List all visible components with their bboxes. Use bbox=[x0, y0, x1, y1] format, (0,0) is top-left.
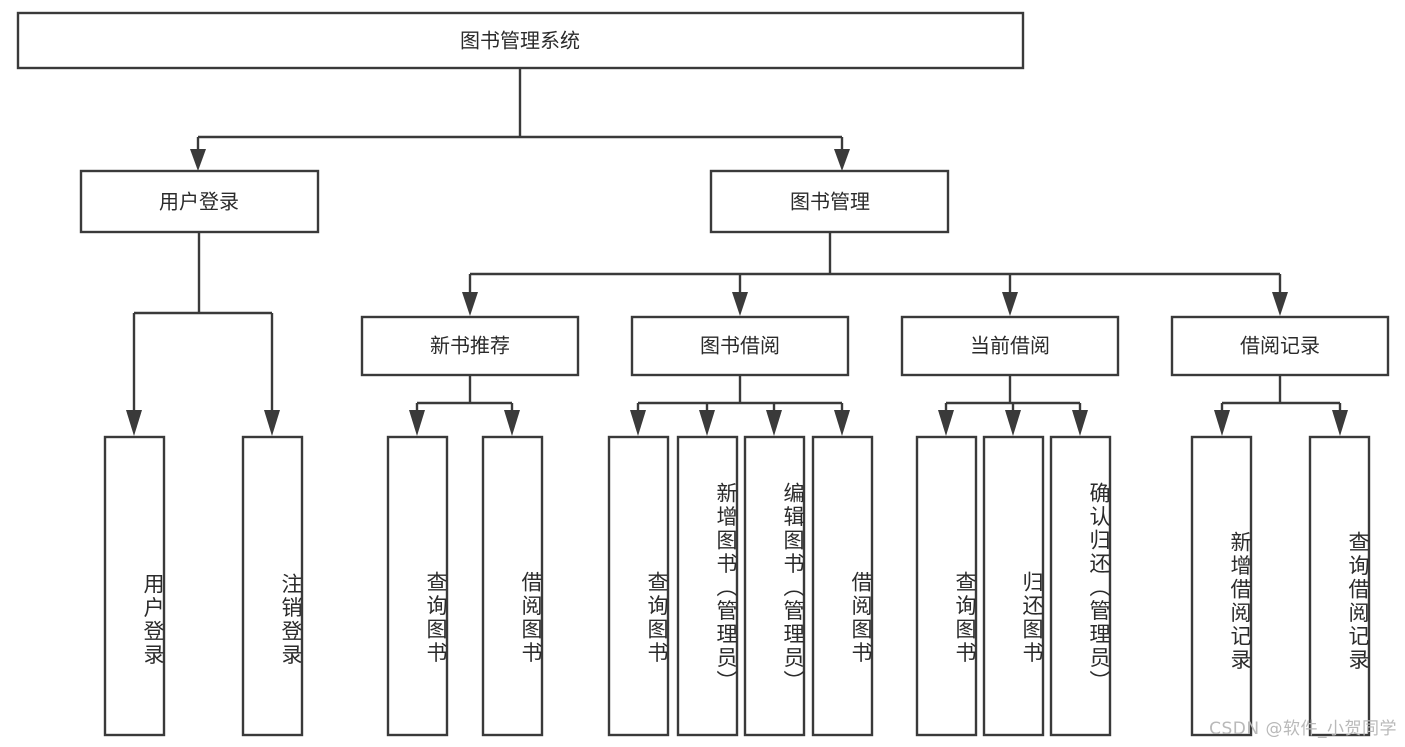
arrow-head-icon bbox=[126, 410, 142, 436]
arrow-head-icon bbox=[1072, 410, 1088, 436]
arrow-head-icon bbox=[409, 410, 425, 436]
arrow-head-icon bbox=[834, 149, 850, 171]
node-current-borrow-label: 当前借阅 bbox=[970, 334, 1050, 358]
leaf-box-query-book-3[interactable] bbox=[915, 435, 978, 737]
leaf-box-borrow-book-1[interactable] bbox=[481, 435, 544, 737]
node-current-borrow-box bbox=[900, 315, 1120, 377]
node-new-book-recommend-box bbox=[360, 315, 580, 377]
arrow-head-icon bbox=[938, 410, 954, 436]
node-book-management[interactable]: 图书管理 bbox=[709, 169, 950, 234]
leaf-box-return-book[interactable] bbox=[982, 435, 1045, 737]
watermark-text: CSDN @软件_小贺同学 bbox=[1209, 719, 1397, 739]
connector-root-to-level2 bbox=[190, 68, 850, 171]
node-user-login-box bbox=[79, 169, 320, 234]
connector-borrow-record-to-leaves bbox=[1214, 375, 1348, 436]
node-borrow-record-label: 借阅记录 bbox=[1240, 334, 1320, 358]
node-root-box bbox=[16, 11, 1025, 70]
connector-current-borrow-to-leaves bbox=[938, 375, 1088, 436]
node-root-label: 图书管理系统 bbox=[460, 29, 580, 53]
arrow-head-icon bbox=[190, 149, 206, 171]
arrow-head-icon bbox=[699, 410, 715, 436]
node-root[interactable]: 图书管理系统 bbox=[16, 11, 1025, 70]
connector-new-book-recommend-to-leaves bbox=[409, 375, 520, 436]
connector-user-login-to-leaves bbox=[126, 232, 280, 436]
leaf-box-query-book-1[interactable] bbox=[386, 435, 449, 737]
connector-book-management-to-level3 bbox=[462, 232, 1288, 316]
node-book-borrow[interactable]: 图书借阅 bbox=[630, 315, 850, 377]
arrow-head-icon bbox=[1332, 410, 1348, 436]
arrow-head-icon bbox=[1272, 292, 1288, 316]
leaf-box-edit-book-admin[interactable] bbox=[743, 435, 806, 737]
connector-book-borrow-to-leaves bbox=[630, 375, 850, 436]
leaf-box-add-borrow-record[interactable] bbox=[1190, 435, 1253, 737]
node-new-book-recommend-label: 新书推荐 bbox=[430, 334, 510, 358]
leaf-box-add-book-admin[interactable] bbox=[676, 435, 739, 737]
arrow-head-icon bbox=[504, 410, 520, 436]
arrow-head-icon bbox=[1002, 292, 1018, 316]
arrow-head-icon bbox=[766, 410, 782, 436]
node-user-login[interactable]: 用户登录 bbox=[79, 169, 320, 234]
arrow-head-icon bbox=[462, 292, 478, 316]
arrow-head-icon bbox=[264, 410, 280, 436]
leaf-box-user-login[interactable] bbox=[103, 435, 166, 737]
leaf-box-query-book-2[interactable] bbox=[607, 435, 670, 737]
arrow-head-icon bbox=[732, 292, 748, 316]
leaf-box-logout[interactable] bbox=[241, 435, 304, 737]
arrow-head-icon bbox=[1005, 410, 1021, 436]
arrow-head-icon bbox=[630, 410, 646, 436]
node-book-borrow-label: 图书借阅 bbox=[700, 334, 780, 358]
leaf-box-borrow-book-2[interactable] bbox=[811, 435, 874, 737]
leaf-box-confirm-return-admin[interactable] bbox=[1049, 435, 1112, 737]
node-current-borrow[interactable]: 当前借阅 bbox=[900, 315, 1120, 377]
node-borrow-record[interactable]: 借阅记录 bbox=[1170, 315, 1390, 377]
node-book-management-label: 图书管理 bbox=[790, 190, 870, 214]
leaf-box-query-borrow-record[interactable] bbox=[1308, 435, 1371, 737]
arrow-head-icon bbox=[1214, 410, 1230, 436]
node-new-book-recommend[interactable]: 新书推荐 bbox=[360, 315, 580, 377]
node-user-login-label: 用户登录 bbox=[159, 190, 239, 214]
arrow-head-icon bbox=[834, 410, 850, 436]
